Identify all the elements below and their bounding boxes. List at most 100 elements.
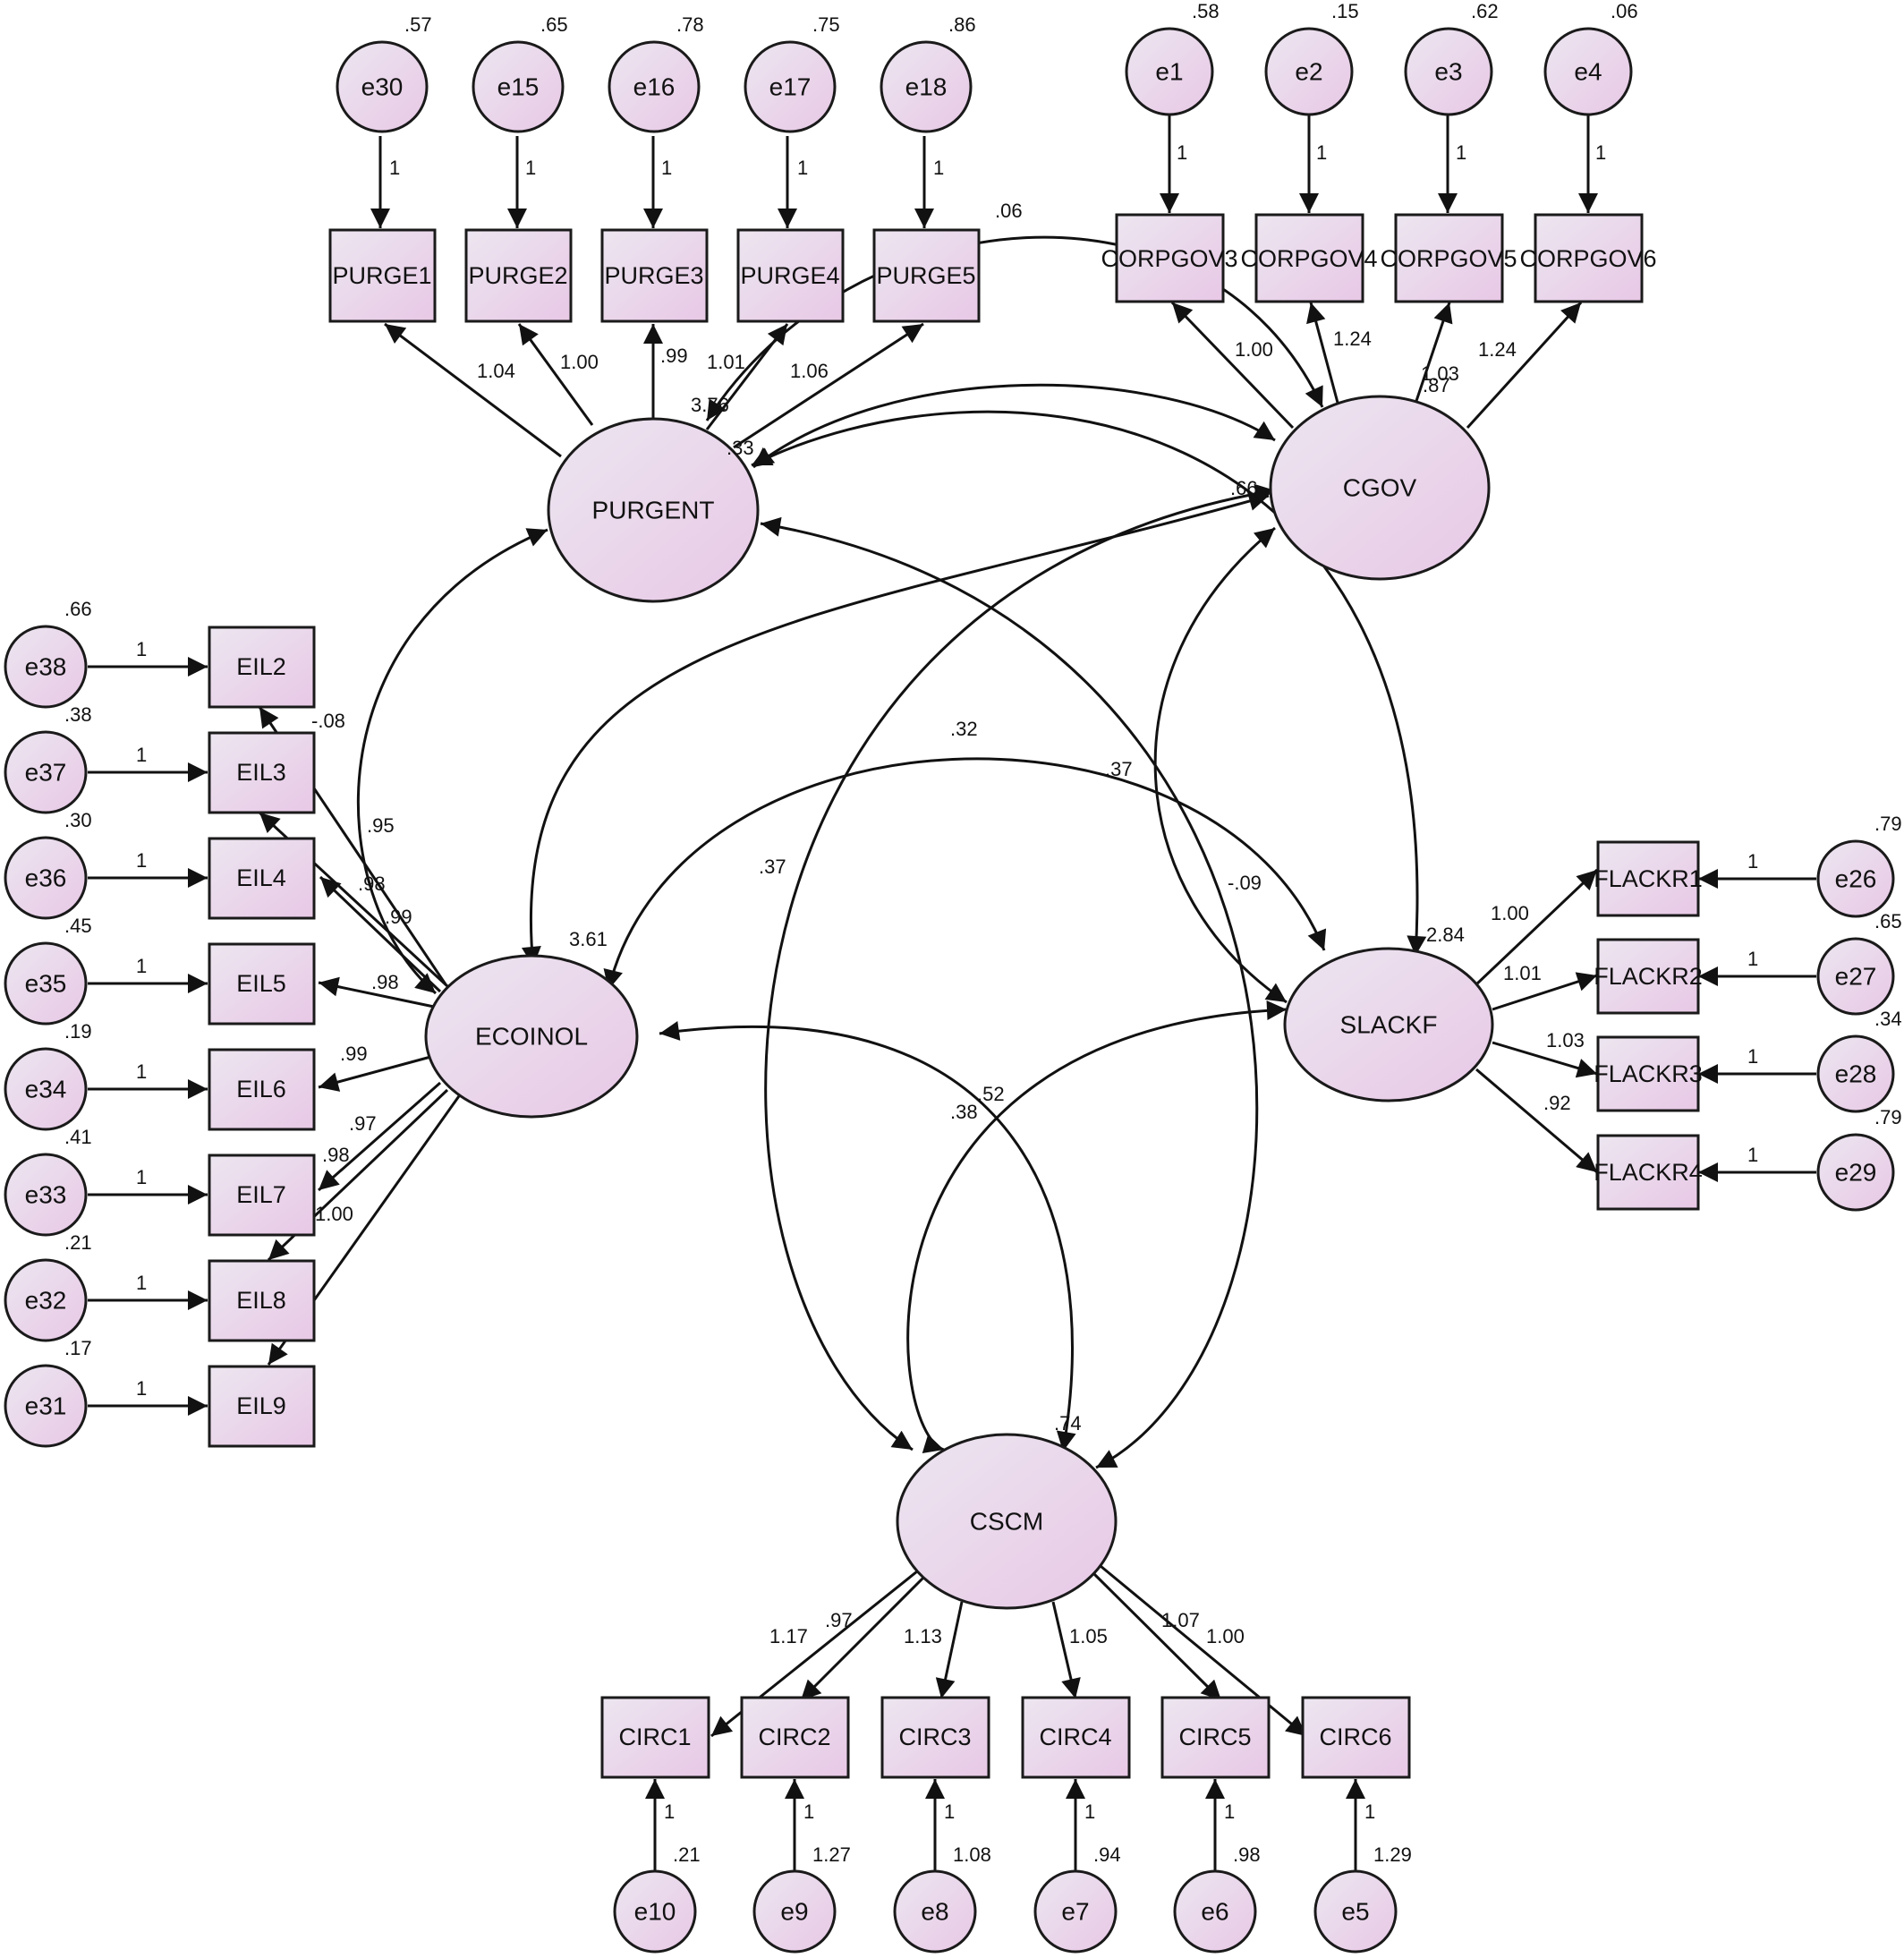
svg-text:e26: e26: [1835, 865, 1877, 893]
loading-CIRC1: 1.17: [769, 1625, 808, 1647]
variance-e1: .58: [1192, 0, 1220, 22]
indicator-CORPGOV4: CORPGOV4: [1240, 213, 1378, 303]
svg-text:CIRC6: CIRC6: [1319, 1724, 1391, 1750]
error-e1: e1: [1125, 27, 1214, 116]
latent-label: PURGENT: [592, 497, 715, 524]
svg-text:EIL4: EIL4: [236, 864, 286, 891]
svg-text:PURGE2: PURGE2: [468, 262, 567, 289]
indicator-EIL3: EIL3: [208, 731, 316, 814]
indicator-FLACKR4: FLACKR4: [1594, 1134, 1703, 1211]
error-e16: e16: [608, 40, 701, 133]
svg-text:FLACKR4: FLACKR4: [1594, 1159, 1703, 1186]
svg-text:e8: e8: [921, 1898, 948, 1926]
error-e33: e33: [4, 1153, 88, 1237]
svg-text:e3: e3: [1434, 58, 1462, 86]
variance-e27: .65: [1874, 910, 1902, 932]
latent-CGOV: CGOV: [1269, 395, 1491, 581]
path-e30: 1: [389, 157, 400, 179]
indicator-EIL5: EIL5: [208, 942, 316, 1026]
cov-cgov-slackf: [1153, 526, 1288, 1004]
variance-e17: .75: [812, 13, 840, 36]
error-e17: e17: [744, 40, 837, 133]
error-e37: e37: [4, 730, 88, 814]
path-e32: 1: [136, 1272, 147, 1294]
loading-PURGE4: 1.01: [707, 351, 745, 373]
loading-CIRC6: 1.00: [1206, 1625, 1245, 1647]
variance-e29: .79: [1874, 1106, 1902, 1128]
cov-purgent-cscm: [760, 516, 1259, 1469]
error-e18: e18: [880, 40, 973, 133]
error-e9: e9: [752, 1869, 837, 1954]
svg-text:CIRC4: CIRC4: [1039, 1724, 1111, 1750]
variance-PURGENT: 3.76: [691, 394, 729, 416]
error-e38: e38: [4, 625, 88, 709]
path-e7: 1: [1084, 1801, 1095, 1823]
variance-e7: .94: [1093, 1843, 1121, 1866]
variance-e37: .38: [64, 703, 92, 726]
error-e29: e29: [1816, 1133, 1895, 1212]
svg-text:e38: e38: [25, 653, 67, 681]
cov-purgent-cscm-value: -.09: [1228, 872, 1262, 894]
svg-text:e33: e33: [25, 1181, 67, 1209]
error-e15: e15: [472, 40, 565, 133]
variance-e35: .45: [64, 915, 92, 937]
path-e18: 1: [933, 157, 944, 179]
path-e26: 1: [1747, 850, 1758, 873]
estimate-labels: .57 .65 .78 .75 .86 1 1 1 1 1 .58 .15 .6…: [64, 0, 1902, 1866]
cov-purgent-cgov-mid-value: .33: [727, 437, 754, 459]
loading-CORPGOV5: 1.03: [1421, 362, 1459, 385]
variance-e2: .15: [1331, 0, 1359, 22]
loading-CORPGOV3: 1.00: [1235, 338, 1273, 361]
path-e33: 1: [136, 1166, 147, 1188]
variance-e32: .21: [64, 1231, 92, 1254]
indicator-CIRC6: CIRC6: [1301, 1696, 1411, 1779]
latent-PURGENT: PURGENT: [547, 417, 760, 603]
path-e28: 1: [1747, 1045, 1758, 1068]
indicator-FLACKR2: FLACKR2: [1594, 938, 1703, 1015]
svg-text:e5: e5: [1341, 1898, 1369, 1926]
loading-CIRC5: 1.07: [1161, 1609, 1200, 1631]
loading-EIL5: .98: [371, 971, 399, 993]
loading-EIL2: .95: [367, 814, 395, 837]
svg-text:CORPGOV5: CORPGOV5: [1380, 245, 1517, 272]
path-e10: 1: [664, 1801, 675, 1823]
svg-text:e7: e7: [1061, 1898, 1089, 1926]
loading-EIL6: .99: [340, 1043, 368, 1065]
svg-text:e29: e29: [1835, 1159, 1877, 1187]
variance-e5: 1.29: [1373, 1843, 1412, 1866]
indicator-CIRC4: CIRC4: [1021, 1696, 1131, 1779]
variance-e16: .78: [676, 13, 704, 36]
cov-ecoinol-cscm: [659, 1021, 1076, 1452]
loading-PURGE1: 1.04: [477, 360, 515, 382]
indicator-EIL6: EIL6: [208, 1048, 316, 1131]
svg-text:e36: e36: [25, 864, 67, 892]
svg-text:e18: e18: [905, 73, 948, 101]
svg-text:PURGE3: PURGE3: [604, 262, 703, 289]
svg-text:CIRC5: CIRC5: [1178, 1724, 1251, 1750]
path-e31: 1: [136, 1377, 147, 1400]
path-e16: 1: [661, 157, 672, 179]
path-e3: 1: [1456, 141, 1466, 164]
cov-purgent-cgov-mid: [752, 383, 1276, 469]
path-e37: 1: [136, 744, 147, 766]
svg-text:e10: e10: [634, 1898, 676, 1926]
variance-e18: .86: [948, 13, 976, 36]
svg-text:CORPGOV4: CORPGOV4: [1240, 245, 1377, 272]
variance-e9: 1.27: [812, 1843, 851, 1866]
svg-text:e15: e15: [497, 73, 540, 101]
indicator-EIL8: EIL8: [208, 1259, 316, 1342]
svg-text:e6: e6: [1201, 1898, 1228, 1926]
svg-text:CORPGOV6: CORPGOV6: [1519, 245, 1656, 272]
variance-e31: .17: [64, 1337, 92, 1359]
variance-e26: .79: [1874, 813, 1902, 835]
svg-text:e30: e30: [361, 73, 404, 101]
error-e2: e2: [1264, 27, 1354, 116]
svg-text:EIL9: EIL9: [236, 1392, 286, 1419]
error-e28: e28: [1816, 1034, 1895, 1113]
variance-e15: .65: [540, 13, 568, 36]
svg-text:e32: e32: [25, 1287, 67, 1315]
loading-CIRC2: .97: [825, 1609, 853, 1631]
latent-label: CSCM: [970, 1508, 1043, 1536]
svg-text:PURGE4: PURGE4: [740, 262, 839, 289]
